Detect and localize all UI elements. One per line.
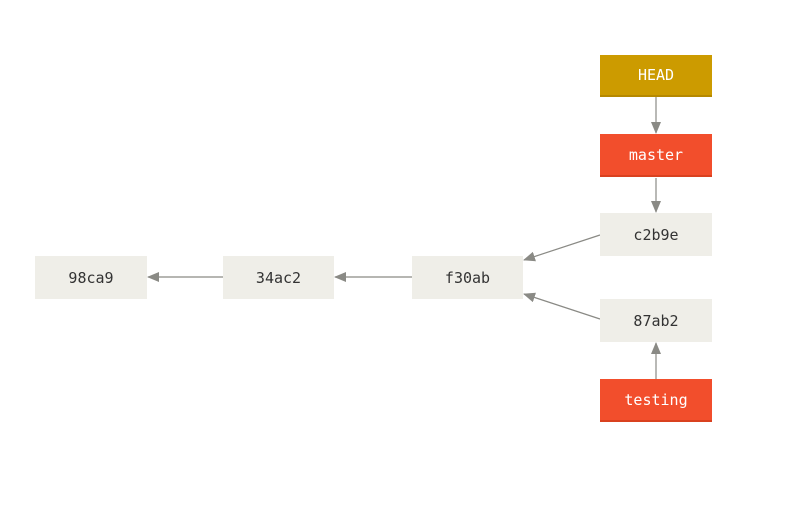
head-pointer: HEAD <box>600 55 712 97</box>
commit-f30ab: f30ab <box>412 256 523 299</box>
branch-testing: testing <box>600 379 712 422</box>
branch-master: master <box>600 134 712 177</box>
arrow-c2b9e-to-f30ab <box>523 234 601 262</box>
commit-34ac2: 34ac2 <box>223 256 334 299</box>
commit-c2b9e: c2b9e <box>600 213 712 256</box>
commit-98ca9: 98ca9 <box>35 256 147 299</box>
commit-87ab2: 87ab2 <box>600 299 712 342</box>
arrow-87ab2-to-f30ab <box>523 292 601 320</box>
